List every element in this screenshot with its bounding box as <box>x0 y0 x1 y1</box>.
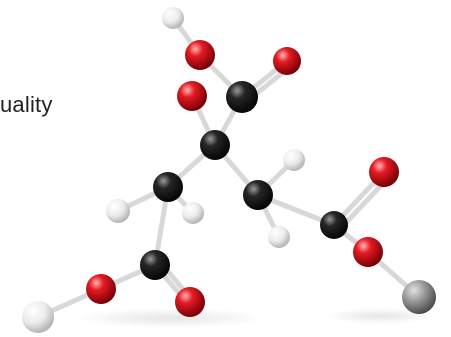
oxygen-atom <box>177 81 207 111</box>
carbon-atom <box>140 250 170 280</box>
carbon-atom <box>243 180 273 210</box>
hydrogen-atom <box>162 7 184 29</box>
bond-group <box>35 15 422 320</box>
floor-shadow <box>325 308 435 324</box>
hydrogen-atom <box>106 199 130 223</box>
hydrogen-atom <box>268 226 290 248</box>
hydrogen-atom <box>283 149 305 171</box>
carbon-atom <box>153 172 183 202</box>
oxygen-atom <box>175 287 205 317</box>
carbon-atom <box>320 211 348 239</box>
oxygen-atom <box>185 40 215 70</box>
oxygen-atom <box>273 47 301 75</box>
gray-atom <box>402 280 436 314</box>
hydrogen-atom <box>182 202 204 224</box>
oxygen-atom <box>369 157 399 187</box>
hydrogen-atom <box>22 301 54 333</box>
atom-group <box>22 7 436 333</box>
carbon-atom <box>226 81 258 113</box>
floor-shadow <box>75 308 265 328</box>
caption-text: uality <box>0 92 53 117</box>
oxygen-atom <box>353 237 383 267</box>
carbon-atom <box>200 130 230 160</box>
oxygen-atom <box>86 274 116 304</box>
